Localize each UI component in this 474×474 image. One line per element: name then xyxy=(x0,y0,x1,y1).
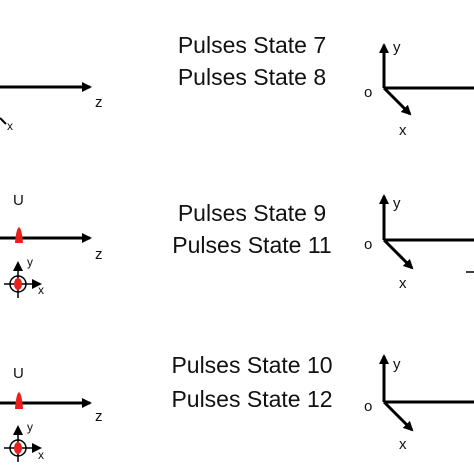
red-particle-icon xyxy=(15,227,23,243)
right-y-label: y xyxy=(393,195,401,212)
small-x-label: x xyxy=(38,448,44,462)
corner-arrow-icon xyxy=(0,117,7,125)
state-line-1: Pulses State 9 xyxy=(178,200,326,226)
state-line-2: Pulses State 12 xyxy=(171,386,332,412)
row-2: U z y x Pulses State 9 Pulses State 11 y… xyxy=(0,192,474,298)
state-line-1: Pulses State 7 xyxy=(178,32,326,58)
right-x-axis-arrow-icon xyxy=(382,86,412,116)
small-y-label: y xyxy=(27,420,33,434)
left-z-label: z xyxy=(95,408,103,425)
row-3: U z y x Pulses State 10 Pulses State 12 … xyxy=(0,352,474,462)
state-line-1: Pulses State 10 xyxy=(171,352,332,378)
red-particle-icon xyxy=(15,392,23,409)
state-line-2: Pulses State 8 xyxy=(178,64,326,90)
row-1: z x Pulses State 7 Pulses State 8 y o x xyxy=(0,32,474,139)
u-label: U xyxy=(13,365,24,382)
right-x-label: x xyxy=(399,122,407,139)
small-y-label: y xyxy=(27,255,33,269)
right-y-label: y xyxy=(393,356,401,373)
right-origin-label: o xyxy=(364,84,372,101)
beam-cross-section-icon xyxy=(4,425,42,462)
right-x-label: x xyxy=(399,436,407,453)
right-x-label: x xyxy=(399,275,407,292)
small-x-label: x xyxy=(38,283,44,297)
right-y-label: y xyxy=(393,39,401,56)
beam-cross-section-icon xyxy=(4,261,42,298)
state-line-2: Pulses State 11 xyxy=(172,232,331,258)
right-origin-label: o xyxy=(364,398,372,415)
left-z-label: z xyxy=(95,94,103,111)
left-corner-x-label: x xyxy=(7,119,13,133)
right-x-axis-arrow-icon xyxy=(382,238,414,270)
left-z-label: z xyxy=(95,246,103,263)
right-x-axis-arrow-icon xyxy=(382,400,414,432)
u-label: U xyxy=(13,192,24,209)
right-origin-label: o xyxy=(364,236,372,253)
